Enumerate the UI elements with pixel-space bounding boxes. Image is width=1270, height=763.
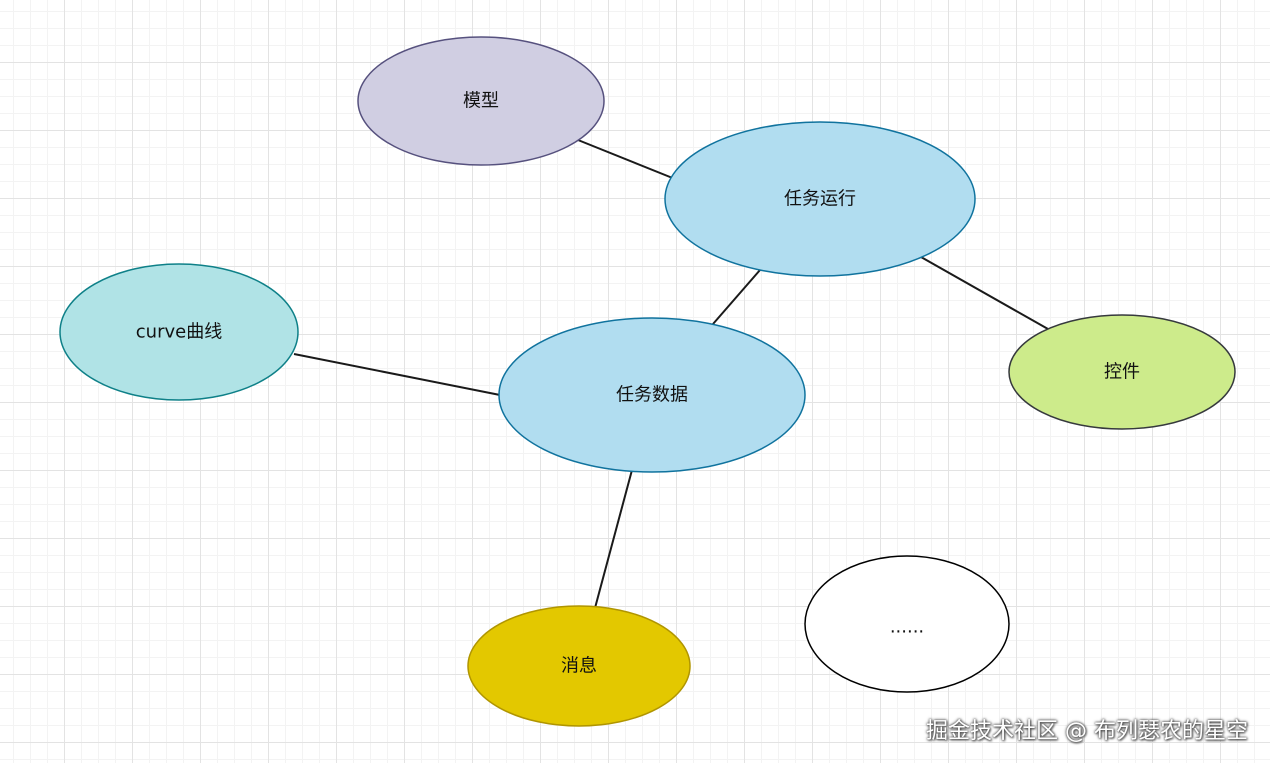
edge-task-run-control — [920, 256, 1049, 330]
node-message-shape — [467, 605, 691, 727]
node-task-data-shape — [498, 317, 806, 473]
node-more[interactable]: ...... — [804, 555, 1010, 693]
edge-model-task-run — [577, 139, 681, 182]
node-task-data[interactable]: 任务数据 — [498, 317, 806, 473]
node-curve[interactable]: curve曲线 — [59, 263, 299, 401]
watermark: 掘金技术社区 @ 布列瑟农的星空 — [926, 719, 1248, 744]
node-message[interactable]: 消息 — [467, 605, 691, 727]
node-task-run-label: 任务运行 — [784, 189, 856, 210]
node-control-shape — [1008, 314, 1236, 430]
edge-curve-task-data — [293, 353, 501, 396]
node-curve-label: curve曲线 — [136, 322, 222, 343]
node-more-label: ...... — [890, 617, 924, 638]
node-task-run-shape — [664, 121, 976, 277]
node-task-run[interactable]: 任务运行 — [664, 121, 976, 277]
node-more-shape — [804, 555, 1010, 693]
node-curve-shape — [59, 263, 299, 401]
edge-task-data-message — [594, 469, 633, 609]
node-message-label: 消息 — [561, 656, 597, 677]
node-model-shape — [357, 36, 605, 166]
node-task-data-label: 任务数据 — [616, 385, 688, 406]
node-control[interactable]: 控件 — [1008, 314, 1236, 430]
node-model-label: 模型 — [463, 91, 499, 112]
node-control-label: 控件 — [1104, 362, 1140, 383]
node-model[interactable]: 模型 — [357, 36, 605, 166]
edge-task-run-task-data — [712, 269, 761, 325]
